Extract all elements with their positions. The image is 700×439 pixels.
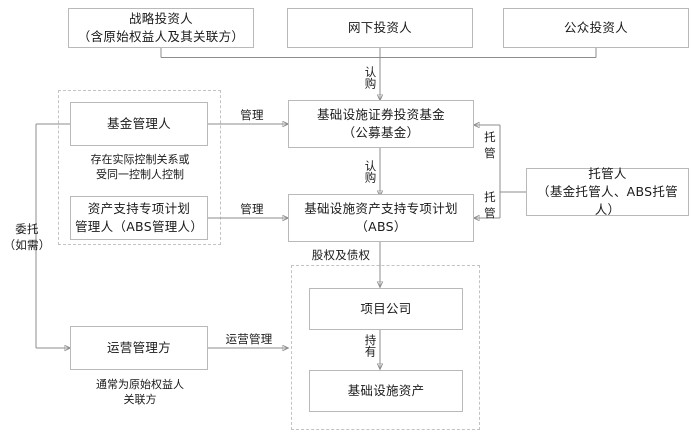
node-offline-investor-label: 网下投资人 [347,19,412,35]
node-strategic-investor[interactable]: 战略投资人 （含原始权益人及其关联方） [68,8,254,48]
node-abs-manager[interactable]: 资产支持专项计划 管理人（ABS管理人） [70,196,208,240]
node-fund-manager-label: 基金管理人 [106,115,171,131]
node-public-fund[interactable]: 基础设施证券投资基金 （公募基金） [288,100,474,148]
edge-label-subscribe-abs: 认购 [363,160,378,183]
edge-label-entrust: 委托 （如需） [3,222,51,252]
note-control-relation: 存在实际控制关系或 受同一控制人控制 [90,153,190,182]
node-abs-plan-label: 基础设施资产支持专项计划 （ABS） [304,200,458,234]
node-public-investor-label: 公众投资人 [563,19,628,35]
node-project-company-label: 项目公司 [360,300,412,316]
edge-label-subscribe-fund: 认购 [363,66,378,89]
node-public-investor[interactable]: 公众投资人 [503,8,689,48]
node-strategic-investor-label: 战略投资人 （含原始权益人及其关联方） [77,10,245,44]
edge-label-hold: 持有 [363,334,378,357]
node-infrastructure-asset-label: 基础设施资产 [347,382,425,398]
project-asset-group-frame [291,265,480,430]
edge-label-operation-management: 运营管理 [225,332,273,346]
node-infrastructure-asset[interactable]: 基础设施资产 [309,370,463,412]
node-fund-manager[interactable]: 基金管理人 [70,102,208,146]
edge-label-custody-abs: 托管 [484,190,496,220]
node-project-company[interactable]: 项目公司 [309,288,463,330]
node-public-fund-label: 基础设施证券投资基金 （公募基金） [316,106,445,140]
edge-label-equity-debt: 股权及债权 [311,248,371,262]
node-abs-plan[interactable]: 基础设施资产支持专项计划 （ABS） [288,194,474,242]
node-custodian-label: 托管人 （基金托管人、ABS托管人） [537,165,678,218]
edge-label-manage-fund: 管理 [240,108,264,122]
node-offline-investor[interactable]: 网下投资人 [287,8,473,48]
edge-label-manage-abs: 管理 [240,202,264,216]
node-custodian[interactable]: 托管人 （基金托管人、ABS托管人） [526,165,689,218]
edge-label-custody-fund: 托管 [484,130,496,160]
node-operation-manager[interactable]: 运营管理方 [70,326,208,370]
note-affiliate: 通常为原始权益人 关联方 [96,378,184,407]
node-operation-manager-label: 运营管理方 [106,339,171,355]
node-abs-manager-label: 资产支持专项计划 管理人（ABS管理人） [75,200,204,234]
manager-group-frame [58,90,221,245]
